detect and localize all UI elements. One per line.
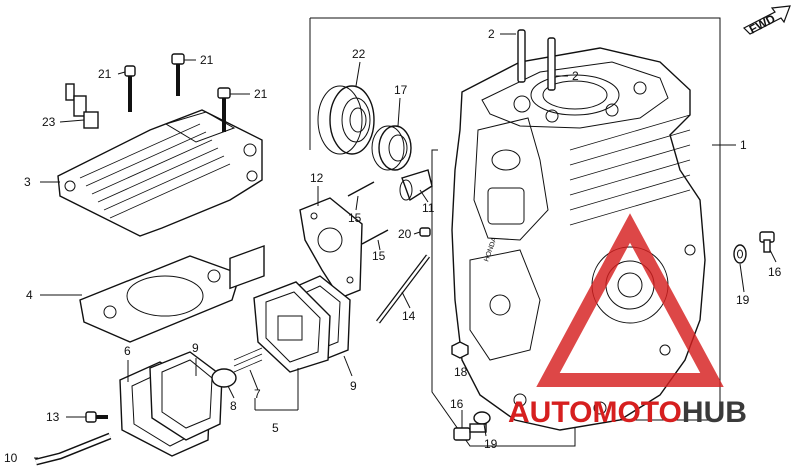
gasket-a: [149, 351, 223, 441]
oil-seal: [371, 125, 412, 171]
callout-21a: 21: [98, 67, 112, 81]
bolt-bottom: [453, 423, 487, 441]
callout-11: 11: [422, 201, 435, 215]
callout-5: 5: [272, 421, 279, 435]
callout-14: 14: [402, 309, 416, 323]
watermark-text-moto: MOTO: [592, 396, 681, 429]
callouts: 1 2 2 3 4 5 6 7 8 9 9 10 11 12 13 14 15 …: [4, 27, 782, 465]
callout-22: 22: [352, 47, 366, 61]
watermark-text-hub: HUB: [682, 396, 747, 429]
bearing: [317, 85, 375, 155]
callout-4: 4: [26, 288, 33, 302]
callout-2a: 2: [488, 27, 495, 41]
callout-2b: 2: [572, 69, 579, 83]
cylinder-head: [57, 109, 263, 237]
callout-16a: 16: [768, 265, 782, 279]
callout-20: 20: [398, 227, 412, 241]
callout-8: 8: [230, 399, 237, 413]
watermark: AUTOMOTOHUB: [508, 213, 747, 429]
callout-7: 7: [254, 387, 261, 401]
callout-23: 23: [42, 115, 56, 129]
leader-lines: [34, 33, 777, 459]
callout-18: 18: [454, 365, 468, 379]
watermark-triangle-icon: [536, 213, 724, 387]
dowel-pin-b: [547, 37, 556, 91]
callout-12: 12: [310, 171, 324, 185]
filter-element: [229, 244, 265, 373]
callout-21c: 21: [254, 87, 268, 101]
breather-tube: [399, 169, 433, 202]
head-bolt-b: [171, 53, 185, 96]
callout-21b: 21: [200, 53, 214, 67]
head-bolt-c: [217, 87, 231, 132]
fwd-arrow: FWD: [742, 5, 791, 37]
callout-17: 17: [394, 83, 408, 97]
small-pin: [419, 227, 431, 237]
stud-upper: [347, 181, 375, 197]
watermark-text-auto: AUTO: [508, 396, 592, 429]
cover-bolt: [85, 411, 108, 423]
callout-15b: 15: [372, 249, 386, 263]
bolt-right: [759, 231, 775, 253]
dowel-pin-a: [517, 29, 526, 83]
head-gasket: [79, 255, 241, 343]
engine-block-bracket: [309, 17, 721, 447]
callout-9a: 9: [192, 341, 199, 355]
svg-text:AUTOMOTOHUB: AUTOMOTOHUB: [508, 396, 747, 429]
head-bolt-a: [124, 65, 136, 112]
washer-right: [733, 244, 747, 264]
callout-3: 3: [24, 175, 31, 189]
breather-hose: [35, 432, 112, 466]
filter-ring: [211, 368, 237, 388]
callout-1: 1: [740, 138, 747, 152]
valve-cover: [253, 281, 331, 373]
nut: [451, 341, 469, 359]
callout-9b: 9: [350, 379, 357, 393]
callout-10: 10: [4, 451, 18, 465]
breather-plate: [299, 197, 363, 299]
callout-13: 13: [46, 410, 60, 424]
callout-15a: 15: [348, 211, 362, 225]
callout-6: 6: [124, 344, 131, 358]
washer-bottom: [473, 411, 491, 425]
callout-16b: 16: [450, 397, 464, 411]
long-stud: [376, 254, 430, 324]
cylinder-block: HONDA: [451, 47, 706, 431]
callout-19a: 19: [736, 293, 750, 307]
stud-lower: [361, 229, 389, 245]
callout-19b: 19: [484, 437, 498, 451]
